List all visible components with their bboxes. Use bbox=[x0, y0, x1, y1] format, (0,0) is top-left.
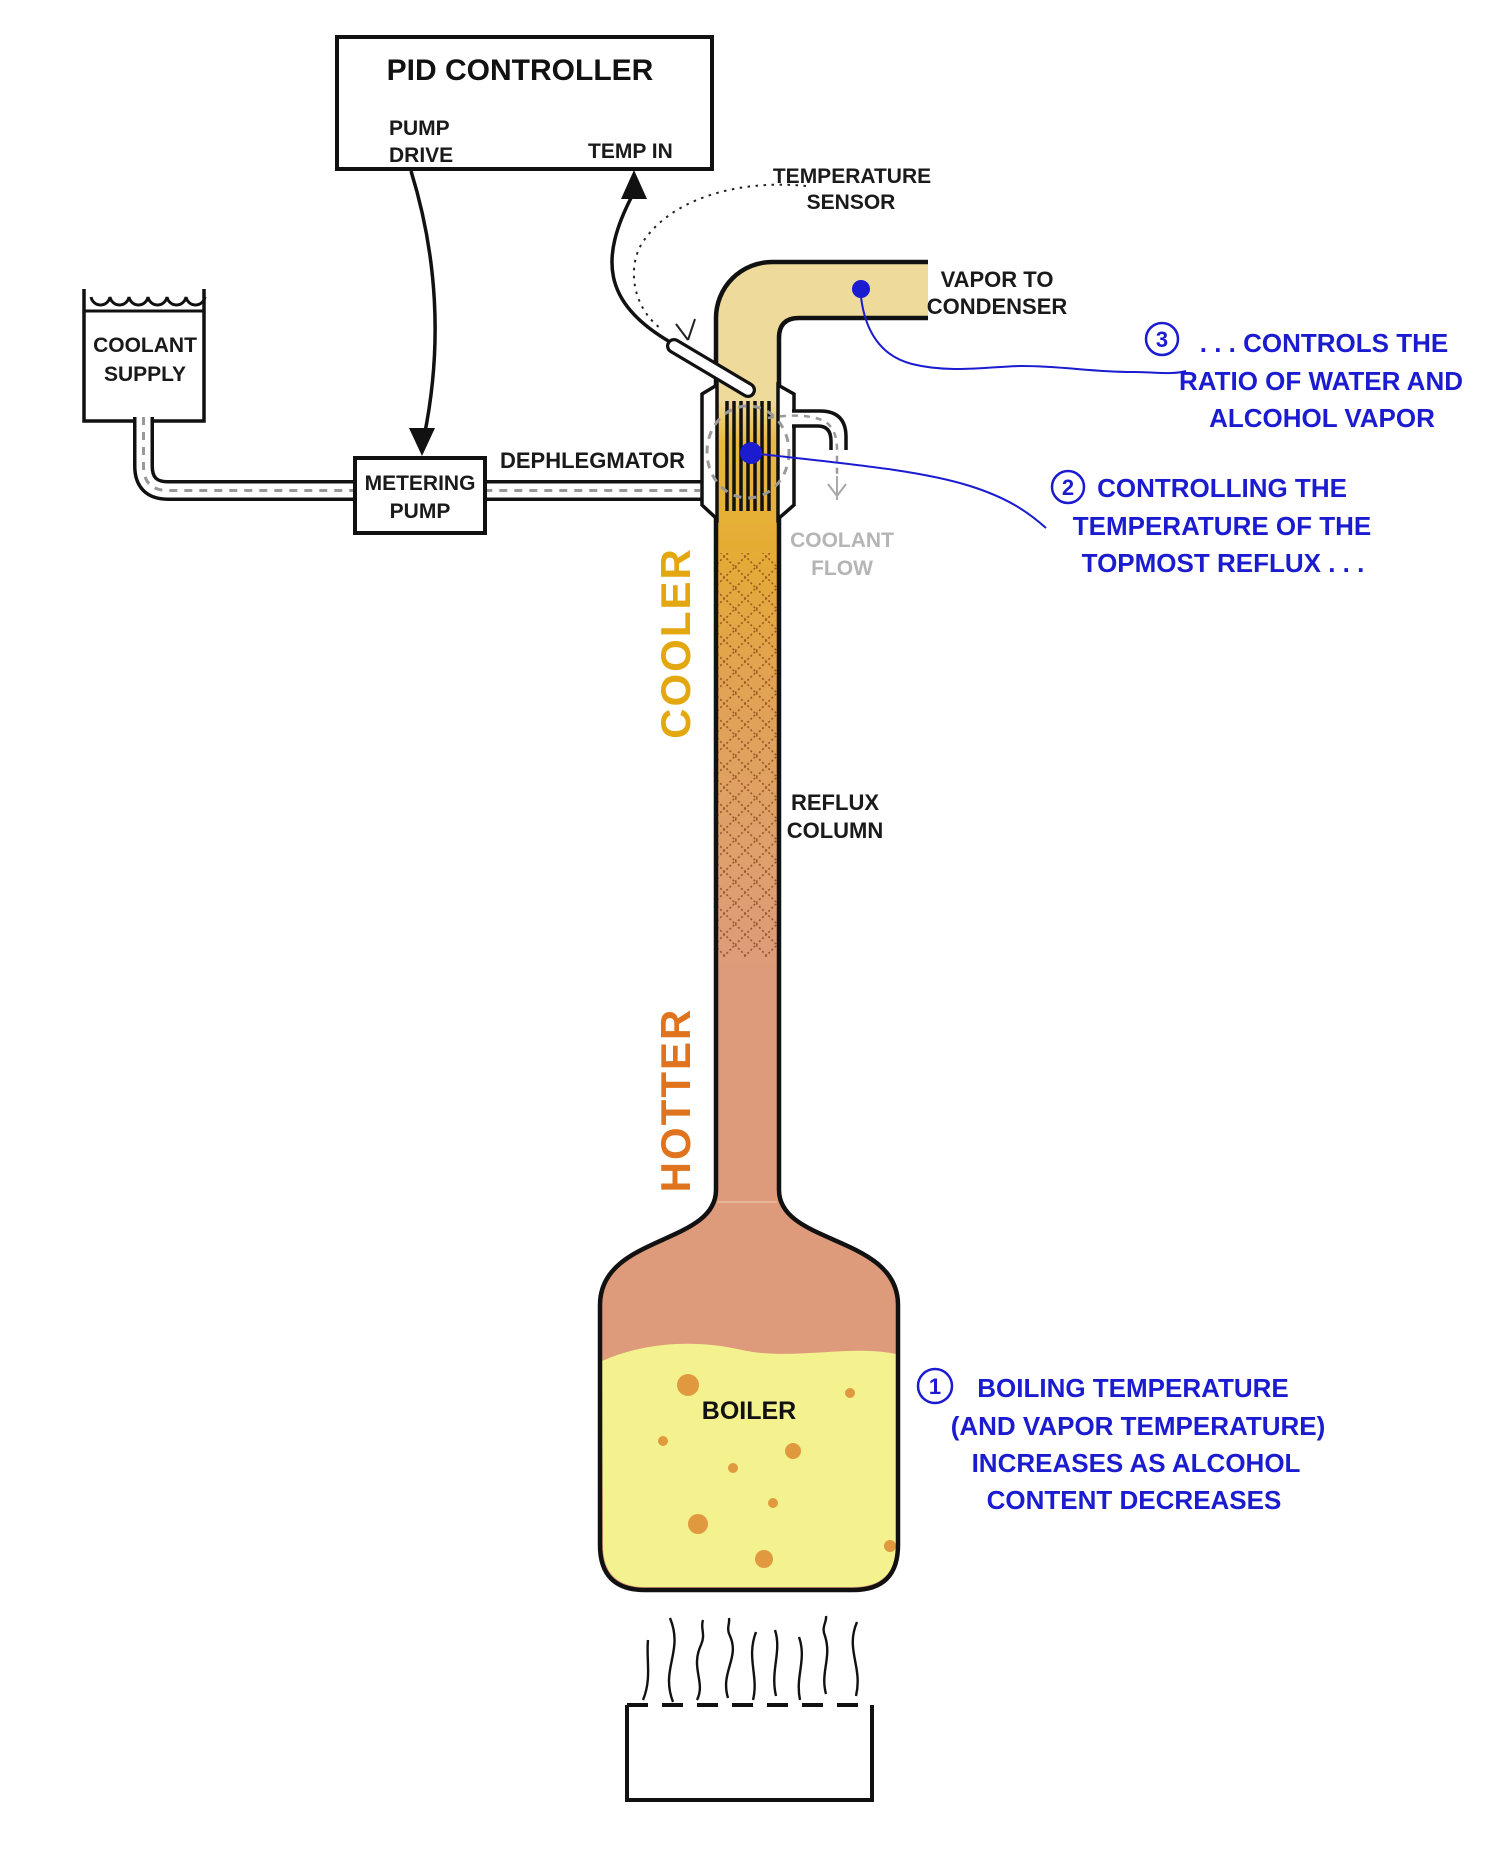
pump-drive-arrowhead bbox=[409, 428, 435, 456]
pid-controller-box: PID CONTROLLER PUMP DRIVE TEMP IN bbox=[335, 35, 714, 171]
annotation-3-circle bbox=[1144, 321, 1180, 357]
coolant-drip-arrow bbox=[827, 476, 847, 500]
coolant-flow-label-line2: FLOW bbox=[811, 557, 873, 580]
coolant-outlet-pipe-outer bbox=[792, 409, 848, 450]
boiler-liquid bbox=[602, 1343, 896, 1587]
annotation-3-line2: RATIO OF WATER AND bbox=[1179, 366, 1463, 396]
sensor-capsule-core bbox=[669, 341, 753, 395]
dephlegmator-right-jacket bbox=[776, 382, 796, 523]
pump-drive-label-line1: PUMP bbox=[389, 117, 450, 140]
annotation-3: 3 . . . CONTROLS THE RATIO OF WATER AND … bbox=[1144, 321, 1463, 433]
boiler-label: BOILER bbox=[702, 1397, 796, 1425]
annotation-1-line2: (AND VAPOR TEMPERATURE) bbox=[951, 1411, 1326, 1441]
coolant-dash-line bbox=[142, 417, 700, 492]
temperature-sensor-label-line1: TEMPERATURE bbox=[773, 165, 931, 188]
annotation-2-line1: CONTROLLING THE bbox=[1097, 473, 1347, 503]
sensor-pointer-dotted bbox=[632, 183, 807, 329]
hotter-label: HOTTER bbox=[652, 1008, 699, 1193]
annotation-callouts: 3 . . . CONTROLS THE RATIO OF WATER AND … bbox=[740, 280, 1463, 1515]
temperature-sensor bbox=[666, 338, 756, 398]
reflux-callout-curve bbox=[759, 453, 1047, 529]
heat-waves bbox=[641, 1615, 859, 1703]
temp-signal-curve bbox=[610, 195, 671, 344]
annotation-1-line1: BOILING TEMPERATURE bbox=[977, 1373, 1289, 1403]
cooler-label: COOLER bbox=[652, 547, 699, 739]
metering-pump-label-line1: METERING bbox=[365, 472, 476, 495]
reflux-packing-crosshatch bbox=[718, 553, 777, 957]
vapor-callout-dot bbox=[852, 280, 870, 298]
coolant-supply-label-line1: COOLANT bbox=[93, 334, 197, 357]
coolant-outlet-pipe-inner bbox=[792, 424, 833, 450]
dephlegmator-left-jacket bbox=[700, 381, 719, 524]
reflux-column-label-line1: REFLUX bbox=[791, 790, 879, 815]
annotation-1-line3: INCREASES AS ALCOHOL bbox=[972, 1448, 1301, 1478]
water-scallops bbox=[89, 296, 207, 307]
annotation-1-line4: CONTENT DECREASES bbox=[987, 1485, 1282, 1515]
coolant-supply-tank bbox=[82, 289, 207, 423]
vapor-callout-curve bbox=[860, 296, 1187, 375]
coolant-circulation-loop bbox=[705, 404, 791, 500]
sensor-pointer-arrowhead bbox=[675, 318, 696, 341]
still-body: BOILER bbox=[597, 259, 928, 1593]
temp-in-label: TEMP IN bbox=[588, 140, 673, 163]
sensor-label-pointer bbox=[632, 183, 807, 341]
temp-in-arrowhead bbox=[621, 170, 647, 199]
annotation-3-number: 3 bbox=[1156, 327, 1168, 352]
reflux-callout-dot bbox=[740, 442, 762, 464]
still-body-outline bbox=[597, 259, 928, 1593]
pump-drive-label-line2: DRIVE bbox=[389, 144, 453, 167]
annotation-2-line3: TOPMOST REFLUX . . . bbox=[1082, 548, 1365, 578]
heat-source bbox=[625, 1615, 874, 1802]
boiler-bubbles bbox=[658, 1374, 896, 1568]
metering-pump-box: METERING PUMP bbox=[353, 456, 487, 535]
dephlegmator-label: DEPHLEGMATOR bbox=[500, 448, 685, 473]
vapor-to-condenser-label-line2: CONDENSER bbox=[927, 294, 1068, 319]
annotation-2-number: 2 bbox=[1062, 475, 1074, 500]
annotation-2-line2: TEMPERATURE OF THE bbox=[1073, 511, 1372, 541]
annotation-1: 1 BOILING TEMPERATURE (AND VAPOR TEMPERA… bbox=[916, 1367, 1326, 1515]
pid-controller-title: PID CONTROLLER bbox=[387, 54, 654, 87]
annotation-1-circle bbox=[916, 1367, 954, 1405]
pump-drive-curve bbox=[409, 170, 437, 438]
annotation-2: 2 CONTROLLING THE TEMPERATURE OF THE TOP… bbox=[1050, 469, 1372, 578]
annotation-1-number: 1 bbox=[929, 1374, 941, 1399]
dephlegmator bbox=[700, 381, 848, 524]
coolant-flow-path bbox=[142, 404, 847, 500]
annotation-3-line3: ALCOHOL VAPOR bbox=[1209, 403, 1435, 433]
coolant-flow-label-line1: COOLANT bbox=[790, 529, 894, 552]
burner-box bbox=[625, 1705, 874, 1802]
pump-drive-wire bbox=[409, 170, 437, 456]
coolant-supply-label-line2: SUPPLY bbox=[104, 363, 186, 386]
reflux-column-label-line2: COLUMN bbox=[787, 818, 884, 843]
annotation-2-circle bbox=[1050, 469, 1086, 505]
vapor-to-condenser-label-line1: VAPOR TO bbox=[941, 267, 1054, 292]
temp-signal-wire bbox=[610, 170, 671, 344]
temperature-sensor-label-line2: SENSOR bbox=[807, 191, 896, 214]
annotation-3-line1: . . . CONTROLS THE bbox=[1200, 328, 1448, 358]
metering-pump-label-line2: PUMP bbox=[390, 500, 451, 523]
